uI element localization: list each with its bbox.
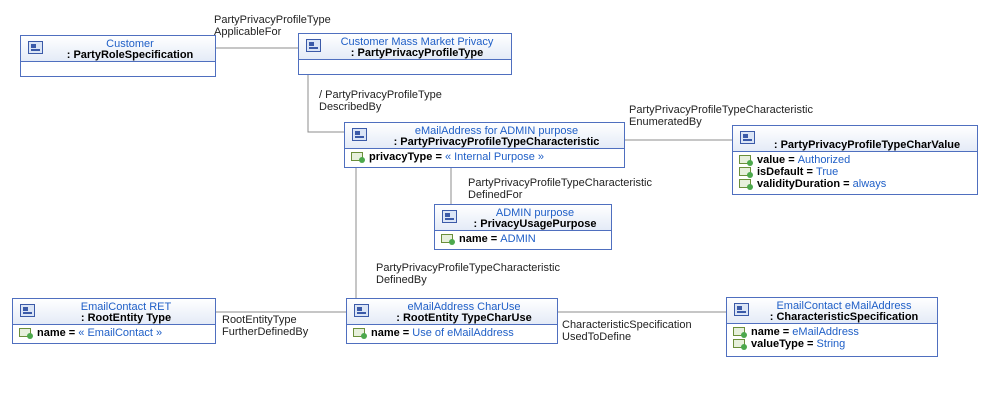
class-icon [354, 304, 369, 317]
class-icon [28, 41, 43, 54]
connector-described-by [307, 74, 344, 133]
node-title: eMailAddress CharUse [407, 301, 521, 313]
node-title: Customer Mass Market Privacy [340, 36, 494, 48]
node-title: EmailContact RET [80, 301, 172, 313]
attribute-icon [739, 179, 753, 190]
attribute-name: validityDuration [757, 178, 841, 190]
node-header: Customer : PartyRoleSpecification [21, 36, 215, 62]
link-label-applicable-for: PartyPrivacyProfileType ApplicableFor [214, 14, 331, 38]
attribute-value: String [816, 338, 846, 350]
class-icon [352, 128, 367, 141]
node-type: : PartyPrivacyProfileTypeCharValue [773, 139, 961, 151]
attribute-row: isDefault = True [733, 166, 977, 178]
attribute-row: name = eMailAddress [727, 326, 937, 338]
node-type: : PrivacyUsagePurpose [473, 218, 597, 230]
attribute-row: value = Authorized [733, 154, 977, 166]
link-label-defined-by: PartyPrivacyProfileTypeCharacteristic De… [376, 262, 561, 286]
attribute-row: privacyType = « Internal Purpose » [345, 151, 624, 163]
node-customer[interactable]: Customer : PartyRoleSpecification [20, 35, 216, 77]
attribute-row: name = Use of eMailAddress [347, 327, 557, 339]
attribute-icon [739, 155, 753, 166]
node-title: ADMIN purpose [495, 207, 575, 219]
link-label-used-to-define: CharacteristicSpecification UsedToDefine [562, 319, 692, 343]
attribute-icon [739, 167, 753, 178]
attribute-name: isDefault [757, 166, 804, 178]
attribute-icon [733, 327, 747, 338]
attribute-value: ADMIN [500, 233, 536, 245]
attribute-value: « Internal Purpose » [444, 151, 545, 163]
node-type: : RootEntity TypeCharUse [396, 312, 532, 324]
node-type: : PartyRoleSpecification [66, 49, 194, 61]
node-emailcontact-ret[interactable]: EmailContact RET : RootEntity Type name … [12, 298, 216, 344]
node-admin-purpose[interactable]: ADMIN purpose : PrivacyUsagePurpose name… [434, 204, 612, 250]
node-email-admin-purpose[interactable]: eMailAddress for ADMIN purpose : PartyPr… [344, 122, 625, 168]
node-type: : PartyPrivacyProfileTypeCharacteristic [393, 136, 600, 148]
node-type: : RootEntity Type [80, 312, 172, 324]
node-char-value[interactable]: : PartyPrivacyProfileTypeCharValue value… [732, 125, 978, 195]
node-header: eMailAddress for ADMIN purpose : PartyPr… [345, 123, 624, 149]
attribute-name: privacyType [369, 151, 433, 163]
attribute-name: name [459, 233, 488, 245]
link-label-described-by: / PartyPrivacyProfileType DescribedBy [319, 89, 442, 113]
attribute-icon [353, 328, 367, 339]
attribute-row: valueType = String [727, 338, 937, 350]
node-title: eMailAddress for ADMIN purpose [414, 125, 579, 137]
node-header: : PartyPrivacyProfileTypeCharValue [733, 126, 977, 152]
attribute-value: Use of eMailAddress [412, 327, 514, 339]
attribute-value: Authorized [797, 154, 851, 166]
attribute-value: True [816, 166, 839, 178]
class-icon [20, 304, 35, 317]
attribute-name: value [757, 154, 786, 166]
node-title: Customer [106, 38, 154, 50]
attribute-row: name = ADMIN [435, 233, 611, 245]
node-header: Customer Mass Market Privacy : PartyPriv… [299, 34, 511, 60]
link-label-enumerated-by: PartyPrivacyProfileTypeCharacteristic En… [629, 104, 814, 128]
class-icon [740, 131, 755, 144]
node-email-charuse[interactable]: eMailAddress CharUse : RootEntity TypeCh… [346, 298, 558, 344]
attribute-icon [441, 234, 455, 245]
attribute-icon [351, 152, 365, 163]
attribute-name: name [371, 327, 400, 339]
attribute-name: valueType [751, 338, 804, 350]
class-icon [442, 210, 457, 223]
attribute-row: name = « EmailContact » [13, 327, 215, 339]
attribute-row: validityDuration = always [733, 178, 977, 190]
node-type: : CharacteristicSpecification [769, 311, 919, 323]
node-emailcontact-emailaddress[interactable]: EmailContact eMailAddress : Characterist… [726, 297, 938, 357]
attribute-icon [19, 328, 33, 339]
node-type: : PartyPrivacyProfileType [350, 47, 484, 59]
node-title: EmailContact eMailAddress [776, 300, 912, 312]
node-header: ADMIN purpose : PrivacyUsagePurpose [435, 205, 611, 231]
node-header: EmailContact RET : RootEntity Type [13, 299, 215, 325]
attribute-value: always [852, 178, 887, 190]
attribute-name: name [37, 327, 66, 339]
class-icon [734, 303, 749, 316]
attribute-name: name [751, 326, 780, 338]
link-label-further-defined-by: RootEntityType FurtherDefinedBy [222, 314, 309, 338]
link-label-defined-for: PartyPrivacyProfileTypeCharacteristic De… [468, 177, 653, 201]
class-icon [306, 39, 321, 52]
node-customer-mass-market-privacy[interactable]: Customer Mass Market Privacy : PartyPriv… [298, 33, 512, 75]
node-header: eMailAddress CharUse : RootEntity TypeCh… [347, 299, 557, 325]
attribute-icon [733, 339, 747, 350]
node-header: EmailContact eMailAddress : Characterist… [727, 298, 937, 324]
attribute-value: eMailAddress [792, 326, 859, 338]
attribute-value: « EmailContact » [78, 327, 163, 339]
